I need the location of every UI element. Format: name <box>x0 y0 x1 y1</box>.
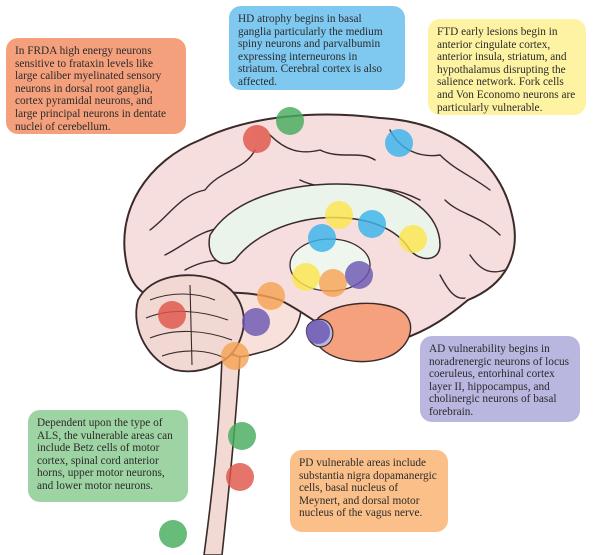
ftd-marker-cingulate <box>325 201 353 229</box>
frda-marker-drg <box>226 463 254 491</box>
als-marker-motor-cortex <box>276 107 304 135</box>
pd-callout: PD vulnerable areas include substantia n… <box>290 450 448 532</box>
ad-marker-basal-forebrain <box>345 261 373 289</box>
hd-marker-striatum-1 <box>358 210 386 238</box>
temporal-lobe <box>317 302 412 363</box>
ftd-marker-insula <box>399 225 427 253</box>
frda-marker-dentate <box>158 301 186 329</box>
frda-callout: In FRDA high energy neurons sensitive to… <box>6 38 186 134</box>
als-callout: Dependent upon the type of ALS, the vuln… <box>28 410 188 502</box>
ftd-callout: FTD early lesions begin in anterior cing… <box>428 19 586 115</box>
ad-callout: AD vulnerability begins in noradrenergic… <box>420 336 580 422</box>
frda-marker-cortex <box>243 125 271 153</box>
als-marker-spinal-anterior <box>228 422 256 450</box>
vulnerability-markers <box>158 107 427 548</box>
hd-marker-striatum-2 <box>308 224 336 252</box>
cerebellum <box>135 274 245 373</box>
ad-marker-hippocampus <box>306 320 330 344</box>
spinal-cord <box>203 354 241 555</box>
ftd-marker-striatum <box>292 263 320 291</box>
ad-marker-locus-coeruleus <box>242 308 270 336</box>
hd-callout: HD atrophy begins in basal ganglia parti… <box>229 6 405 90</box>
als-marker-lower-motor <box>159 520 187 548</box>
pd-marker-vagus <box>221 342 249 370</box>
pd-marker-substantia-nigra <box>257 282 285 310</box>
hd-marker-cortex <box>385 129 413 157</box>
pd-marker-meynert <box>319 269 347 297</box>
